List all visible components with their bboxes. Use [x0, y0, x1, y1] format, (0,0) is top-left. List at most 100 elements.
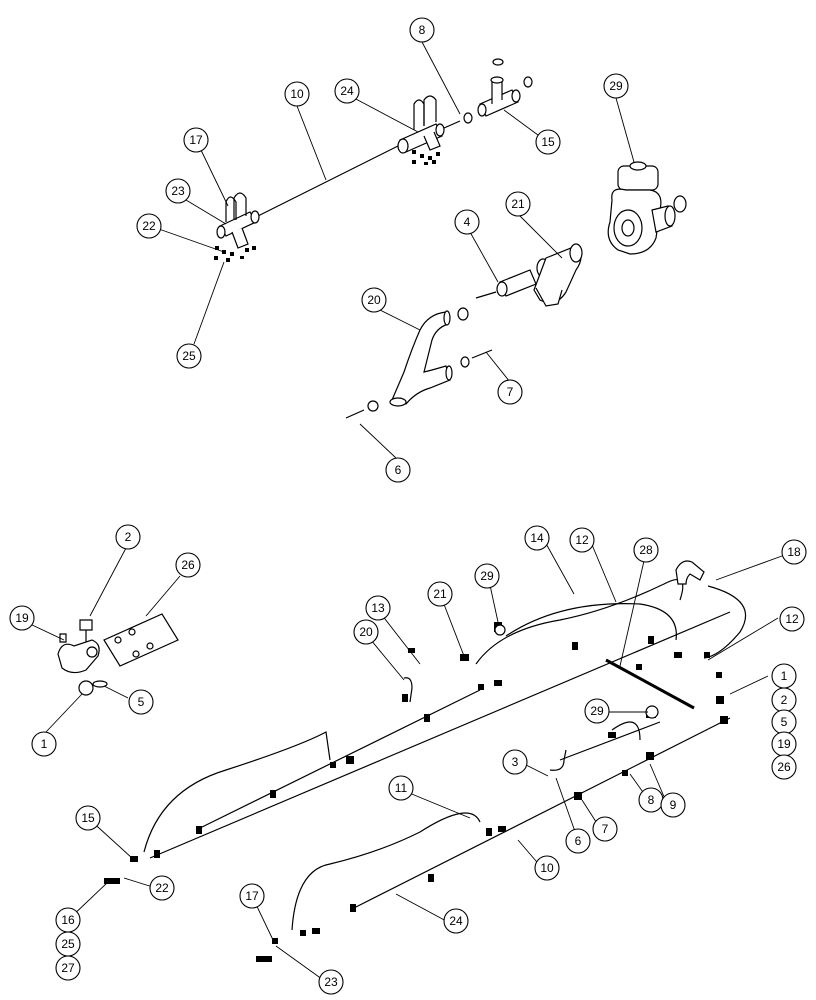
svg-text:22: 22 [142, 219, 156, 233]
svg-text:14: 14 [530, 531, 544, 545]
svg-text:17: 17 [245, 889, 259, 903]
callout-24-top: 24 [334, 78, 360, 104]
callout-21-top: 21 [505, 191, 531, 217]
svg-text:15: 15 [81, 811, 95, 825]
svg-text:15: 15 [541, 135, 555, 149]
callout-17: 17 [239, 883, 265, 909]
svg-text:4: 4 [464, 215, 471, 229]
tee-fitting-left [216, 210, 260, 249]
callout-12-upper: 12 [569, 527, 595, 553]
callout-6: 6 [565, 828, 591, 854]
svg-text:11: 11 [395, 781, 408, 795]
svg-text:16: 16 [61, 913, 75, 927]
svg-text:19: 19 [15, 611, 29, 625]
svg-text:23: 23 [171, 184, 185, 198]
callout-29-boom-upper: 29 [474, 563, 500, 589]
tee-fitting-15 [477, 58, 533, 117]
callout-10-top: 10 [284, 81, 310, 107]
callout-4-top: 4 [454, 209, 480, 235]
svg-text:2: 2 [125, 530, 132, 544]
callout-7: 7 [592, 816, 618, 842]
svg-text:25: 25 [182, 349, 196, 363]
svg-text:20: 20 [359, 625, 373, 639]
callout-27: 27 [55, 955, 81, 981]
svg-text:28: 28 [639, 543, 653, 557]
svg-text:26: 26 [181, 558, 195, 572]
callout-22: 22 [149, 875, 175, 901]
top-assembly [155, 41, 687, 459]
svg-text:3: 3 [512, 755, 519, 769]
svg-text:21: 21 [433, 587, 447, 601]
callout-16: 16 [55, 907, 81, 933]
callout-2: 2 [115, 524, 141, 550]
svg-text:10: 10 [540, 861, 554, 875]
callout-15-top: 15 [535, 129, 561, 155]
callout-12-lower: 12 [779, 606, 805, 632]
svg-text:9: 9 [670, 798, 677, 812]
svg-text:26: 26 [777, 760, 791, 774]
svg-text:17: 17 [189, 133, 203, 147]
svg-text:7: 7 [602, 822, 609, 836]
callout-24: 24 [443, 908, 469, 934]
callout-25-top: 25 [176, 343, 202, 369]
callout-29-boom-lower: 29 [584, 698, 610, 724]
svg-text:6: 6 [395, 463, 402, 477]
callout-10: 10 [534, 855, 560, 881]
svg-text:27: 27 [61, 961, 75, 975]
svg-text:24: 24 [340, 84, 354, 98]
callout-11: 11 [388, 775, 414, 801]
svg-text:8: 8 [419, 23, 426, 37]
callout-list-26: 26 [771, 754, 797, 780]
callout-list-5: 5 [771, 709, 797, 735]
callout-20-top: 20 [361, 287, 387, 313]
callout-5: 5 [128, 689, 154, 715]
svg-text:6: 6 [575, 834, 582, 848]
callout-13: 13 [365, 595, 391, 621]
callout-6-top: 6 [385, 457, 411, 483]
callout-17-top: 17 [183, 127, 209, 153]
callout-26: 26 [175, 552, 201, 578]
svg-text:2: 2 [781, 693, 788, 707]
boom-assembly [67, 539, 783, 983]
svg-text:21: 21 [511, 197, 525, 211]
callout-29-top: 29 [603, 73, 629, 99]
svg-text:22: 22 [155, 881, 169, 895]
callout-22-top: 22 [136, 213, 162, 239]
callout-list-19: 19 [771, 731, 797, 757]
callout-8-top: 8 [409, 17, 435, 43]
svg-text:10: 10 [290, 87, 304, 101]
valve-29-top [607, 161, 687, 255]
callout-21-boom: 21 [427, 581, 453, 607]
callout-9: 9 [660, 792, 686, 818]
clamp-detail [29, 547, 181, 733]
callout-23: 23 [318, 969, 344, 995]
svg-text:20: 20 [367, 293, 381, 307]
svg-text:19: 19 [777, 737, 791, 751]
svg-text:8: 8 [648, 793, 655, 807]
svg-text:1: 1 [41, 737, 48, 751]
svg-text:23: 23 [324, 975, 338, 989]
callout-23-top: 23 [165, 178, 191, 204]
callout-1: 1 [31, 731, 57, 757]
svg-text:5: 5 [781, 715, 788, 729]
svg-text:29: 29 [609, 79, 623, 93]
callout-25: 25 [55, 931, 81, 957]
svg-text:12: 12 [785, 612, 799, 626]
svg-text:29: 29 [480, 569, 494, 583]
y-hose-20 [389, 310, 453, 407]
svg-text:25: 25 [61, 937, 75, 951]
svg-text:12: 12 [575, 533, 589, 547]
callout-list-1: 1 [771, 663, 797, 689]
svg-text:24: 24 [449, 914, 463, 928]
svg-text:13: 13 [371, 601, 385, 615]
svg-text:7: 7 [507, 385, 514, 399]
callout-8: 8 [638, 787, 664, 813]
svg-text:18: 18 [787, 545, 801, 559]
callout-14: 14 [524, 525, 550, 551]
callout-28: 28 [633, 537, 659, 563]
callout-7-top: 7 [497, 379, 523, 405]
strainer-21 [496, 243, 583, 307]
callout-19: 19 [9, 605, 35, 631]
svg-text:5: 5 [138, 695, 145, 709]
